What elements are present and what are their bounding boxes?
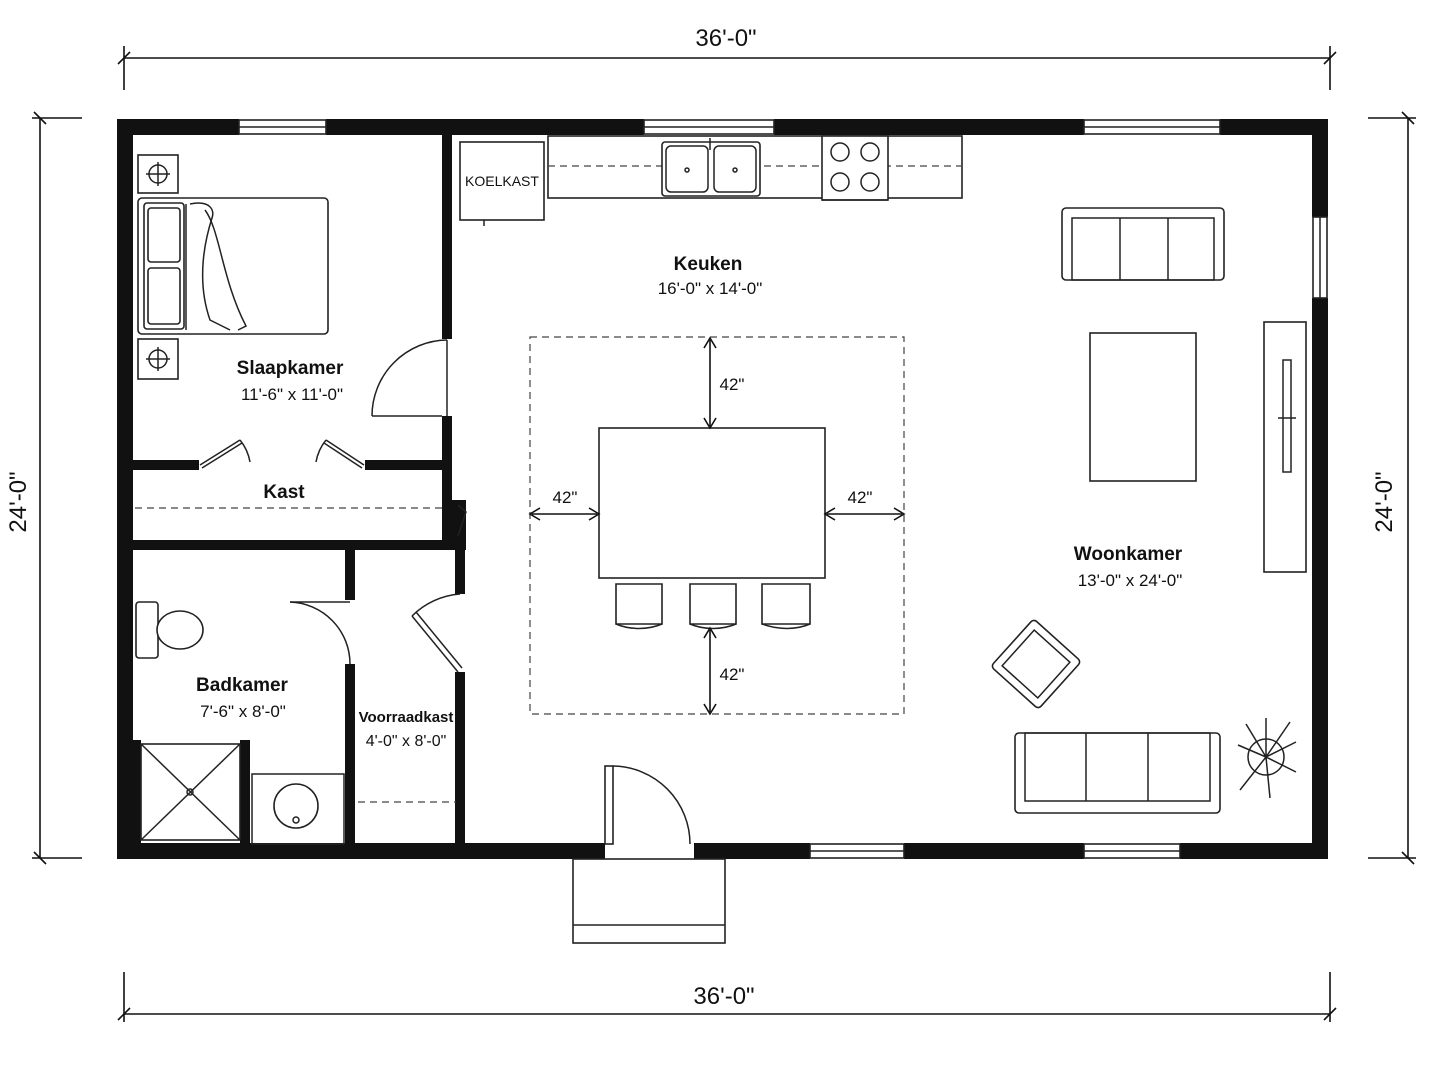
kitchen-name: Keuken	[674, 254, 743, 275]
clearance-top-label: 42"	[720, 375, 745, 394]
clearance-bottom-label: 42"	[720, 665, 745, 684]
clearance-left-label: 42"	[553, 488, 578, 507]
fridge	[459, 141, 545, 226]
pantry-size: 4'-0" x 8'-0"	[366, 733, 447, 750]
dim-bottom-label: 36'-0"	[693, 983, 754, 1010]
window-living-bottom	[1083, 843, 1181, 859]
windows	[238, 119, 1328, 859]
living-size: 13'-0" x 24'-0"	[1078, 571, 1183, 590]
coffee-table	[1089, 332, 1197, 482]
nightstand-bottom	[137, 338, 179, 380]
tv-console	[1263, 321, 1307, 573]
window-living-top	[1083, 119, 1221, 135]
stove	[821, 135, 889, 201]
pantry-name: Voorraadkast	[359, 709, 454, 726]
bathroom-name: Badkamer	[196, 675, 288, 696]
nightstand-top	[137, 154, 179, 194]
window-kitchen-bottom	[809, 843, 905, 859]
window-bedroom-top	[238, 119, 327, 135]
clearance-arrows	[528, 336, 906, 716]
kitchen-size: 16'-0" x 14'-0"	[658, 279, 763, 298]
sofa-top	[1061, 207, 1225, 281]
bathroom-size: 7'-6" x 8'-0"	[200, 702, 286, 721]
doors	[199, 339, 726, 944]
exterior-walls	[117, 119, 1328, 859]
toilet	[135, 601, 204, 659]
dim-left-label: 24'-0"	[5, 471, 32, 532]
interior-walls	[133, 133, 466, 846]
dim-right-label: 24'-0"	[1371, 471, 1398, 532]
window-kitchen-top	[643, 119, 775, 135]
kitchen-sink	[661, 138, 761, 197]
closet-name: Kast	[263, 482, 305, 503]
armchair	[991, 619, 1081, 709]
sofa-bottom	[1014, 732, 1221, 814]
dim-top-label: 36'-0"	[695, 25, 756, 52]
bar-stools	[615, 583, 811, 630]
bedroom-name: Slaapkamer	[237, 358, 344, 379]
bedroom-size: 11'-6" x 11'-0"	[241, 385, 343, 404]
clearance-right-label: 42"	[848, 488, 873, 507]
kitchen-island	[598, 427, 826, 579]
water-heater	[251, 773, 345, 845]
shower	[133, 740, 250, 846]
dimension-lines	[32, 46, 1416, 1022]
bed	[137, 197, 329, 335]
fridge-label: KOELKAST	[465, 173, 539, 189]
living-name: Woonkamer	[1074, 544, 1183, 565]
island-clearance-zone	[529, 336, 905, 715]
window-living-right	[1312, 216, 1328, 299]
plant	[1237, 718, 1297, 799]
